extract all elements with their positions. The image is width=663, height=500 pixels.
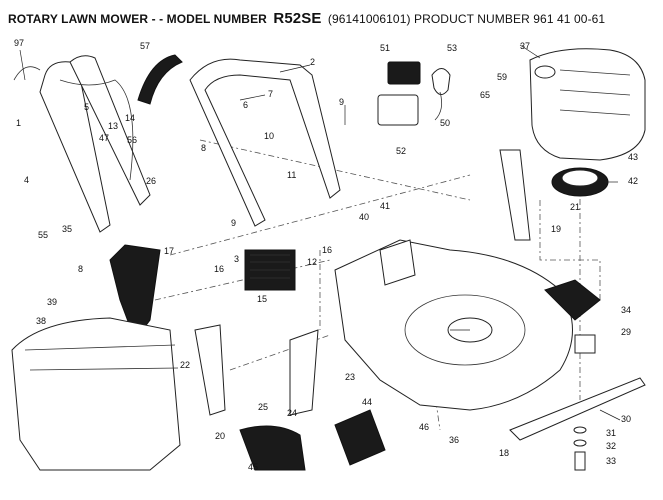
discharge-cover <box>239 425 306 471</box>
callout-51: 50 <box>440 118 450 128</box>
callout-20: 19 <box>551 224 561 234</box>
callout-46: 45 <box>248 462 258 472</box>
callout-39: 38 <box>36 316 46 326</box>
callout-33: 32 <box>606 441 616 451</box>
callout-12: 11 <box>287 170 296 180</box>
callout-4: 4 <box>24 175 29 185</box>
callout-1: 1 <box>16 118 21 128</box>
callout-42: 41 <box>380 201 390 211</box>
callout-17b: 16 <box>322 245 332 255</box>
grass-bag <box>11 317 181 471</box>
callout-25: 24 <box>287 408 297 418</box>
adapter-block <box>574 334 596 354</box>
callout-29: 26 <box>146 176 156 186</box>
blade <box>509 377 646 441</box>
callout-45: 44 <box>362 397 372 407</box>
callout-35: 34 <box>621 305 631 315</box>
mower-deck <box>334 239 573 411</box>
callout-9: 97 <box>14 38 24 48</box>
battery-charger <box>377 61 451 126</box>
callout-5: 5 <box>84 102 89 112</box>
callout-56: 55 <box>38 230 48 240</box>
callout-44: 43 <box>628 152 638 162</box>
engine <box>529 48 646 161</box>
title-prefix: ROTARY LAWN MOWER - - MODEL NUMBER <box>8 12 267 26</box>
callout-50: 47 <box>99 133 109 143</box>
callout-47: 46 <box>419 422 429 432</box>
lower-handle <box>39 55 151 233</box>
callout-32: 31 <box>606 428 616 438</box>
callout-24: 23 <box>345 372 355 382</box>
callout-57: 56 <box>127 135 137 145</box>
callout-labels: 97 1 2 3 4 5 6 7 8 8 9 9 10 11 12 13 14 … <box>14 38 638 472</box>
callout-14: 13 <box>108 121 118 131</box>
callout-6: 6 <box>243 100 248 110</box>
callout-8b: 8 <box>78 264 83 274</box>
diagram-title: ROTARY LAWN MOWER - - MODEL NUMBER R52SE… <box>8 10 658 27</box>
callout-8a: 8 <box>201 143 206 153</box>
callout-41: 40 <box>359 212 369 222</box>
callout-16: 15 <box>257 294 267 304</box>
engine-bracket <box>499 149 531 241</box>
side-bracket <box>289 329 319 416</box>
callout-31: 30 <box>621 414 631 424</box>
callout-22: 21 <box>570 202 580 212</box>
upper-handle <box>189 58 341 227</box>
blade-adapter <box>544 279 601 321</box>
callout-19: 18 <box>499 448 509 458</box>
callout-13: 12 <box>307 257 317 267</box>
callout-36: 35 <box>62 224 72 234</box>
callout-7: 7 <box>268 89 273 99</box>
callout-55: 53 <box>447 43 457 53</box>
callout-23: 22 <box>180 360 190 370</box>
callout-3: 3 <box>234 254 239 264</box>
blade-bolt <box>573 426 587 471</box>
callout-17a: 16 <box>214 264 224 274</box>
callout-11: 10 <box>264 131 274 141</box>
rear-bracket <box>194 324 226 416</box>
callout-97: 65 <box>480 90 490 100</box>
model-number: R52SE <box>273 10 322 27</box>
callout-21: 20 <box>215 431 225 441</box>
callout-53: 52 <box>396 146 406 156</box>
callout-26: 25 <box>258 402 268 412</box>
callout-30: 29 <box>621 327 631 337</box>
callout-10b: 9 <box>231 218 236 228</box>
callout-65: 59 <box>497 72 507 82</box>
leader-lines <box>19 44 621 421</box>
callout-10a: 9 <box>339 97 344 107</box>
callout-59: 57 <box>140 41 150 51</box>
callout-37: 36 <box>449 435 459 445</box>
callout-2: 2 <box>310 57 315 67</box>
callout-40: 39 <box>47 297 57 307</box>
deflector-plate <box>244 249 296 291</box>
handle-grip <box>137 54 183 105</box>
callout-52: 51 <box>380 43 390 53</box>
mulch-cover <box>334 409 386 466</box>
callout-18: 17 <box>164 246 174 256</box>
callout-38: 37 <box>520 41 530 51</box>
callout-43: 42 <box>628 176 638 186</box>
callout-34: 33 <box>606 456 616 466</box>
product-number: (96141006101) PRODUCT NUMBER 961 41 00-6… <box>327 12 606 26</box>
callout-15: 14 <box>125 113 135 123</box>
rear-flap <box>109 244 161 342</box>
